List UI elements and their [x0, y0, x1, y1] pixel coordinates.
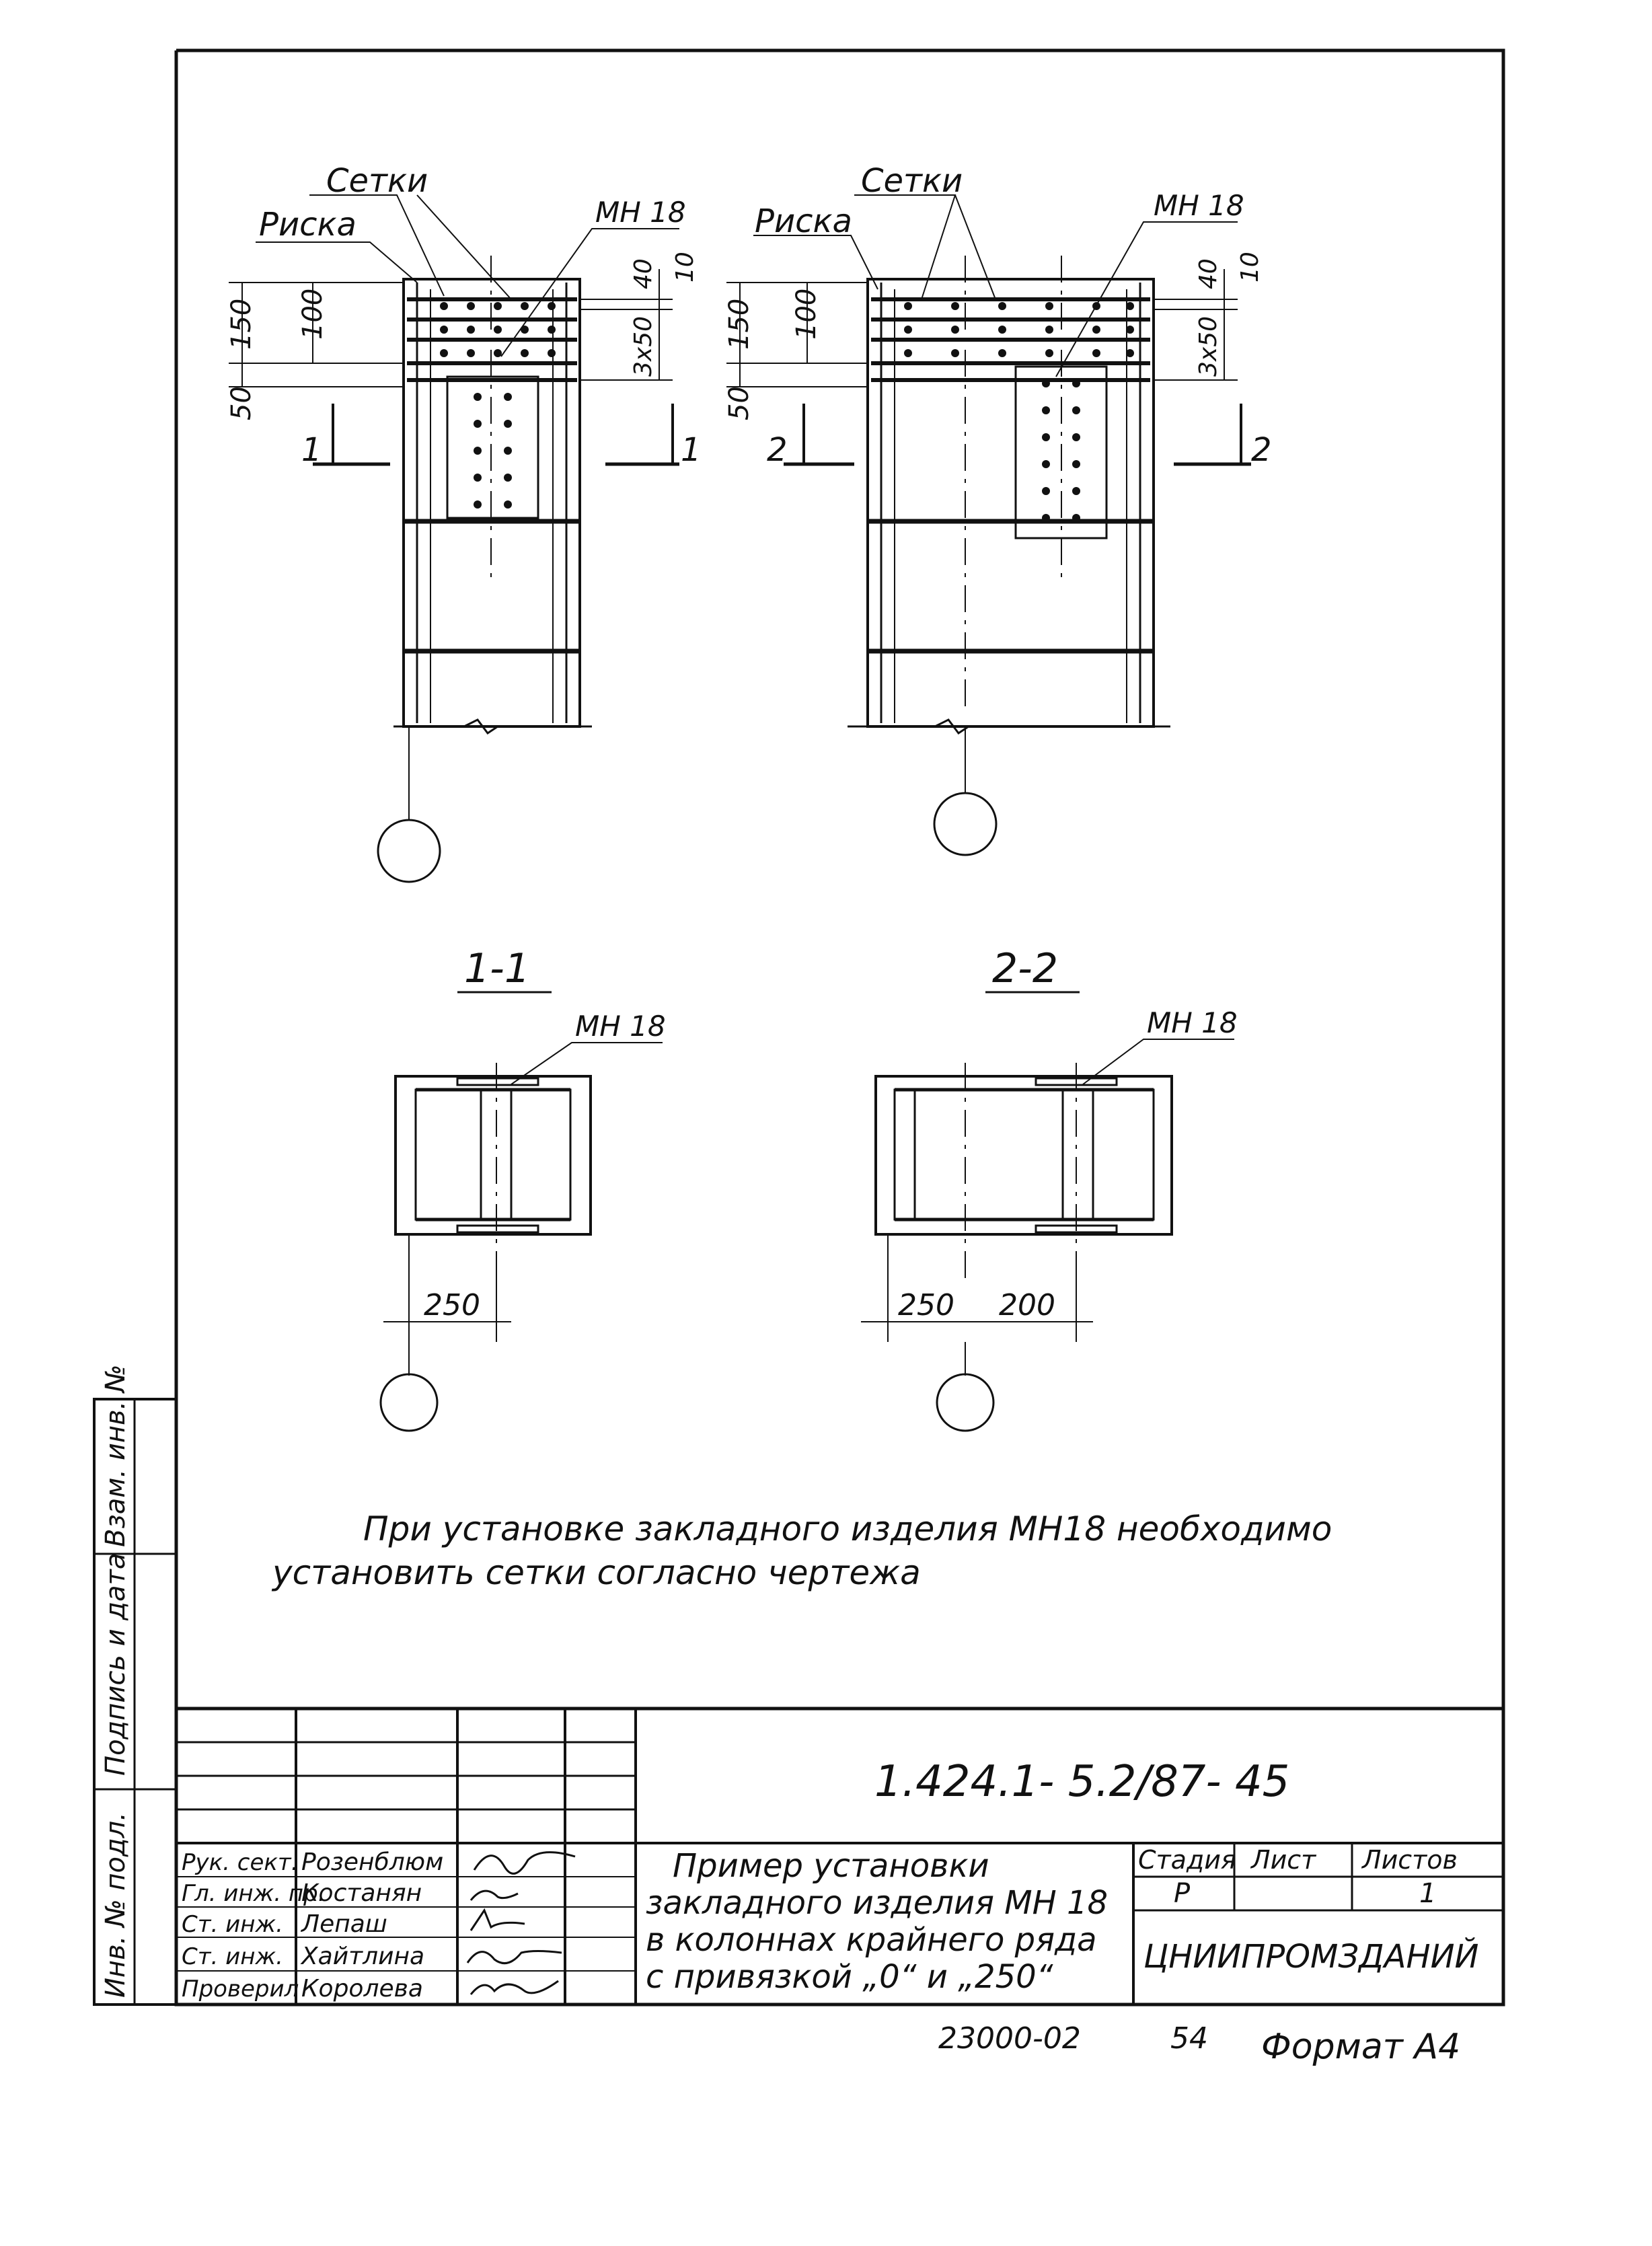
title-line-4: с привязкой „0“ и „250“ — [646, 1958, 1054, 1996]
column-outline — [866, 278, 1155, 728]
person-role-3: Ст. инж. — [182, 1911, 283, 1938]
dim-50: 50 — [226, 386, 257, 420]
dim-3x50: 3х50 — [630, 316, 657, 377]
label-part-s2: МН 18 — [1147, 1006, 1238, 1039]
dim-40: 40 — [1195, 258, 1222, 289]
person-name-3: Лепаш — [300, 1910, 387, 1938]
paper-format: Формат А4 — [1261, 2027, 1460, 2067]
axis-bubble — [933, 792, 998, 856]
section-title-2-2: 2-2 — [992, 945, 1058, 992]
sheets-value: 1 — [1419, 1878, 1436, 1909]
dim-10: 10 — [671, 252, 699, 283]
dim-s2-250: 250 — [898, 1288, 954, 1322]
section-outline — [394, 1075, 592, 1236]
title-line-3: в колоннах крайнего ряда — [646, 1921, 1097, 1959]
stamp-replace-inv: Взам. инв. № — [100, 1364, 131, 1547]
left-column-view: 1 1 150 100 50 40 10 3х50 Сетки Риска МН… — [226, 162, 702, 883]
dim-3x50: 3х50 — [1195, 316, 1222, 377]
plate-holes — [904, 302, 1134, 522]
mesh-bars — [407, 297, 577, 382]
cut-mark-right-a: 2 — [767, 431, 788, 469]
dim-s1-250: 250 — [424, 1288, 480, 1322]
cut-mark-left-b: 1 — [681, 431, 702, 469]
dim-100: 100 — [297, 289, 328, 340]
dim-40: 40 — [630, 258, 657, 289]
label-part-left: МН 18 — [595, 196, 686, 229]
sheet-header: Лист — [1250, 1845, 1317, 1875]
person-name-4: Хайтлина — [300, 1943, 424, 1970]
dim-10: 10 — [1236, 252, 1264, 283]
person-role-4: Ст. инж. — [182, 1943, 283, 1970]
label-part-right: МН 18 — [1154, 189, 1244, 222]
document-code: 1.424.1- 5.2/87- 45 — [874, 1757, 1289, 1807]
title-line-2: закладного изделия МН 18 — [646, 1884, 1108, 1922]
section-1-1: 1-1 МН 18 250 — [379, 945, 666, 1432]
person-name-1: Розенблюм — [301, 1848, 443, 1876]
dim-150: 150 — [724, 299, 755, 350]
side-stamp: Взам. инв. № Подпись и дата Инв. № подл. — [93, 1364, 178, 2006]
person-role-5: Проверил — [182, 1976, 299, 2002]
dim-s2-200: 200 — [999, 1288, 1055, 1322]
person-role-1: Рук. сект. — [182, 1849, 299, 1876]
plate-holes — [440, 302, 556, 509]
dim-150: 150 — [226, 299, 257, 350]
stage-header: Стадия — [1138, 1845, 1236, 1875]
axis-bubble — [379, 1373, 439, 1432]
frame-border — [174, 48, 1505, 2007]
axis-bubble — [377, 819, 441, 883]
cut-mark-right-b: 2 — [1251, 431, 1272, 469]
dim-50: 50 — [724, 386, 755, 420]
axis-bubble — [936, 1373, 995, 1432]
person-name-2: Костанян — [301, 1879, 422, 1907]
note-line-1: При установке закладного изделия МН18 не… — [363, 1509, 1332, 1548]
stamp-sign-date: Подпись и дата — [100, 1553, 131, 1776]
person-name-5: Королева — [301, 1975, 423, 2002]
title-line-1: Пример установки — [673, 1847, 989, 1885]
right-column-view: 2 2 150 100 50 40 10 3х50 Сетки Риска МН… — [724, 162, 1272, 856]
label-meshes-right: Сетки — [861, 162, 963, 200]
stamp-inv-no: Инв. № подл. — [100, 1812, 131, 1998]
label-part-s1: МН 18 — [575, 1010, 666, 1043]
signatures — [466, 1851, 576, 1995]
organization: ЦНИИПРОМЗДАНИЙ — [1143, 1937, 1478, 1976]
dim-100: 100 — [791, 289, 822, 340]
person-role-2: Гл. инж. пр. — [182, 1880, 325, 1907]
stage-value: Р — [1174, 1878, 1191, 1909]
section-outline — [874, 1075, 1173, 1236]
archive-number: 23000-02 — [938, 2021, 1081, 2056]
page-number: 54 — [1170, 2021, 1208, 2056]
cut-mark-left-a: 1 — [301, 431, 322, 469]
section-2-2: 2-2 МН 18 250 200 — [861, 945, 1238, 1432]
label-meshes-left: Сетки — [326, 162, 428, 200]
mesh-bars — [871, 297, 1150, 382]
section-title-1-1: 1-1 — [464, 945, 530, 992]
label-mark-left: Риска — [259, 206, 356, 244]
sheets-header: Листов — [1361, 1845, 1458, 1875]
note-line-2: установить сетки согласно чертежа — [271, 1553, 921, 1592]
title-block: 1.424.1- 5.2/87- 45 Пример установки зак… — [176, 1707, 1503, 2005]
embedded-plate — [446, 375, 539, 519]
label-mark-right: Риска — [755, 202, 852, 240]
